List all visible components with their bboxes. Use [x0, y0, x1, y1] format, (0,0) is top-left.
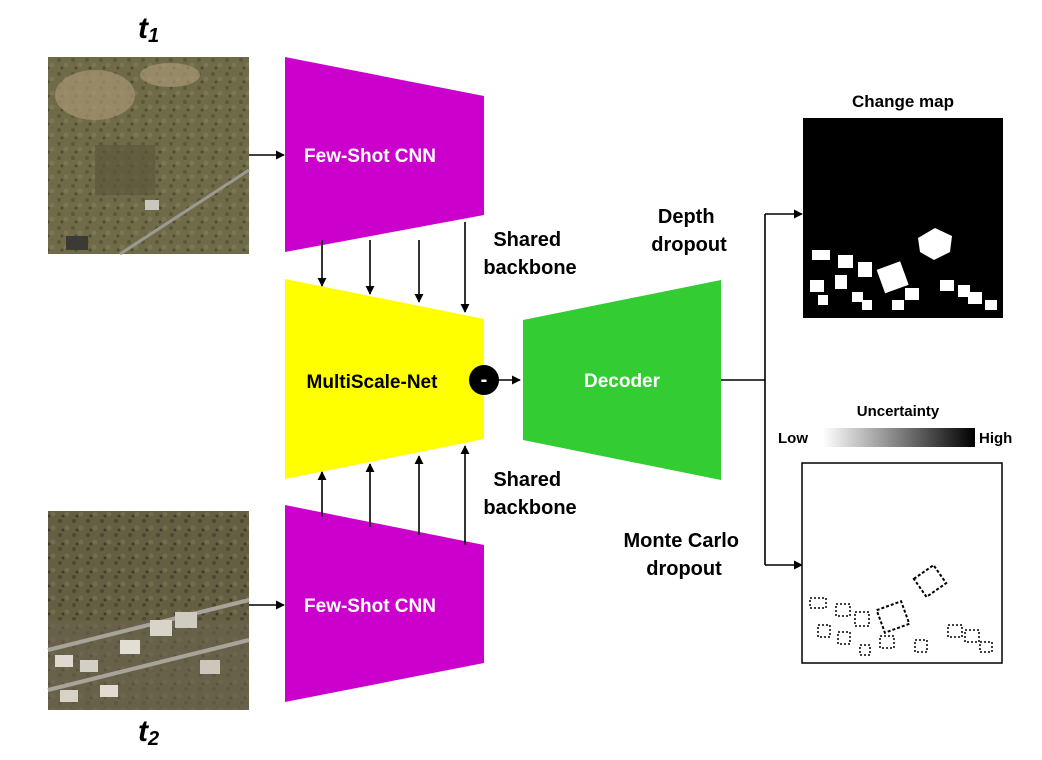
skip-arrows-top	[317, 222, 470, 313]
input-image-t1	[48, 57, 250, 256]
decoder-block	[523, 280, 721, 480]
multiscale-net-label: MultiScale-Net	[307, 372, 439, 393]
t1-label-base: t	[138, 12, 150, 45]
encoder-bottom-label: Few-Shot CNN	[304, 596, 436, 617]
encoder-top-block	[285, 57, 484, 252]
encoder-top-label: Few-Shot CNN	[304, 146, 436, 167]
subtract-symbol: -	[481, 369, 488, 391]
t1-label-sub: 1	[148, 25, 159, 47]
input-image-t2	[47, 511, 250, 710]
uncertainty-map-image	[801, 462, 1003, 664]
monte-carlo-dropout-label: Monte Carlo dropout	[623, 530, 744, 580]
change-map-title: Change map	[852, 92, 954, 111]
encoder-bottom-block	[285, 505, 484, 702]
uncertainty-colorbar	[823, 428, 975, 447]
uncertainty-low-label: Low	[778, 430, 808, 447]
shared-backbone-top-label: Shared backbone	[483, 229, 576, 279]
t2-label: t2	[138, 715, 159, 750]
t2-label-sub: 2	[147, 728, 159, 750]
multiscale-net-block	[285, 279, 484, 479]
t1-label: t1	[138, 12, 159, 47]
uncertainty-title: Uncertainty	[857, 403, 940, 420]
subtract-node: -	[469, 365, 499, 395]
skip-arrows-bottom	[317, 445, 470, 545]
t2-label-base: t	[138, 715, 150, 748]
depth-dropout-label: Depth dropout	[651, 206, 727, 256]
shared-backbone-bottom-label: Shared backbone	[483, 469, 576, 519]
output-branch-lines	[721, 209, 803, 570]
decoder-label: Decoder	[584, 371, 661, 392]
change-map-image	[803, 118, 1003, 318]
uncertainty-high-label: High	[979, 430, 1012, 447]
